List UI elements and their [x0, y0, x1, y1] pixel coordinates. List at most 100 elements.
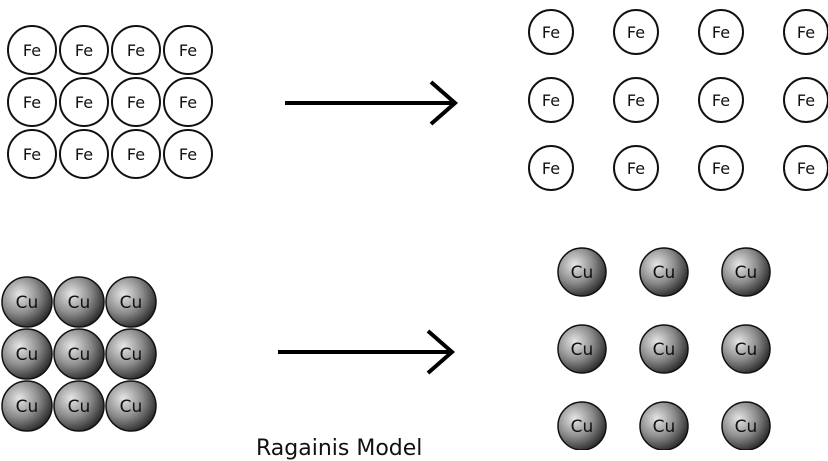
iron-packed-atom-0-2-label: Fe	[127, 41, 145, 60]
iron-spread-atom-1-1: Fe	[613, 77, 659, 123]
iron-spread-atom-0-1: Fe	[613, 9, 659, 55]
iron-packed-atom-2-3-circle	[163, 129, 213, 179]
iron-packed-atom-1-1-label: Fe	[75, 93, 93, 112]
copper-packed-atom-2-1-circle	[53, 380, 105, 432]
iron-packed-atom-0-3: Fe	[163, 25, 213, 75]
copper-packed-atom-2-0-label: Cu	[16, 397, 39, 417]
copper-packed-atom-0-0: Cu	[1, 276, 53, 328]
copper-spread-atom-0-2-circle	[721, 247, 771, 297]
iron-spread-atom-2-2-circle	[698, 145, 744, 191]
copper-spread-atom-0-1-label: Cu	[653, 263, 676, 283]
copper-packed-atom-2-1: Cu	[53, 380, 105, 432]
iron-packed-atom-0-0: Fe	[7, 25, 57, 75]
copper-spread-atom-2-0: Cu	[557, 401, 607, 450]
iron-spread-atom-2-0: Fe	[528, 145, 574, 191]
copper-right-arrow-icon	[278, 329, 456, 375]
iron-spread-atom-1-2-label: Fe	[712, 91, 730, 110]
copper-packed-atom-0-0-label: Cu	[16, 293, 39, 313]
iron-spread-atom-2-1-label: Fe	[627, 159, 645, 178]
copper-spread-atom-2-1: Cu	[639, 401, 689, 450]
copper-packed-atom-2-2-circle	[105, 380, 157, 432]
copper-spread-atom-0-2-label: Cu	[735, 263, 758, 283]
iron-spread-atom-0-0-label: Fe	[542, 23, 560, 42]
copper-packed-atom-1-1-label: Cu	[68, 345, 91, 365]
iron-spread-atom-2-2-label: Fe	[712, 159, 730, 178]
copper-packed-atom-2-0: Cu	[1, 380, 53, 432]
iron-packed-atom-2-2: Fe	[111, 129, 161, 179]
copper-packed-atom-0-1-circle	[53, 276, 105, 328]
copper-spread-atom-0-0: Cu	[557, 247, 607, 297]
iron-packed-atom-2-2-circle	[111, 129, 161, 179]
iron-packed-atom-0-1-circle	[59, 25, 109, 75]
copper-packed-atom-1-0-label: Cu	[16, 345, 39, 365]
iron-spread-atom-0-2: Fe	[698, 9, 744, 55]
copper-spread-atom-2-2: Cu	[721, 401, 771, 450]
iron-packed-atom-2-2-label: Fe	[127, 145, 145, 164]
copper-packed-atom-2-1-label: Cu	[68, 397, 91, 417]
iron-packed-atom-2-0-label: Fe	[23, 145, 41, 164]
iron-packed-atom-1-2-label: Fe	[127, 93, 145, 112]
iron-packed-atom-2-1-circle	[59, 129, 109, 179]
copper-packed-atom-1-2-circle	[105, 328, 157, 380]
copper-packed-atom-1-0: Cu	[1, 328, 53, 380]
iron-spread-atom-0-3-label: Fe	[797, 23, 815, 42]
iron-spread-atom-2-0-circle	[528, 145, 574, 191]
iron-spread-atom-1-2: Fe	[698, 77, 744, 123]
iron-packed-atom-1-2: Fe	[111, 77, 161, 127]
copper-packed-atom-1-0-circle	[1, 328, 53, 380]
iron-spread-atom-2-1-circle	[613, 145, 659, 191]
copper-packed-atom-0-2-label: Cu	[120, 293, 143, 313]
copper-packed-atom-0-2-circle	[105, 276, 157, 328]
iron-spread-atom-1-2-circle	[698, 77, 744, 123]
iron-packed-atom-0-2-circle	[111, 25, 161, 75]
iron-packed-atom-0-3-label: Fe	[179, 41, 197, 60]
iron-spread-atom-1-1-circle	[613, 77, 659, 123]
iron-spread-atom-2-2: Fe	[698, 145, 744, 191]
copper-packed-atom-1-1-circle	[53, 328, 105, 380]
copper-spread-atom-0-1: Cu	[639, 247, 689, 297]
iron-packed-atom-1-3: Fe	[163, 77, 213, 127]
iron-packed-atom-0-1-label: Fe	[75, 41, 93, 60]
copper-packed-atom-1-1: Cu	[53, 328, 105, 380]
iron-spread-atom-2-1: Fe	[613, 145, 659, 191]
iron-packed-atom-0-1: Fe	[59, 25, 109, 75]
copper-spread-atom-2-2-circle	[721, 401, 771, 450]
copper-spread-atom-0-2: Cu	[721, 247, 771, 297]
iron-spread-atom-0-2-label: Fe	[712, 23, 730, 42]
iron-spread-atom-2-0-label: Fe	[542, 159, 560, 178]
copper-spread-atom-0-1-circle	[639, 247, 689, 297]
caption-text: Ragainis Model	[256, 436, 423, 461]
iron-spread-atom-0-3-circle	[783, 9, 828, 55]
copper-spread-atom-1-1-circle	[639, 324, 689, 374]
copper-spread-atom-2-1-circle	[639, 401, 689, 450]
copper-spread-atom-0-0-circle	[557, 247, 607, 297]
copper-packed-atom-0-2: Cu	[105, 276, 157, 328]
iron-right-arrow-icon	[285, 80, 459, 126]
iron-packed-atom-1-0-circle	[7, 77, 57, 127]
iron-packed-atom-2-3: Fe	[163, 129, 213, 179]
copper-spread-atom-2-2-label: Cu	[735, 417, 758, 437]
iron-spread-atom-0-1-label: Fe	[627, 23, 645, 42]
iron-packed-atom-2-1: Fe	[59, 129, 109, 179]
copper-packed-atom-2-0-circle	[1, 380, 53, 432]
copper-spread-atom-1-2-label: Cu	[735, 340, 758, 360]
copper-spread-atom-2-0-label: Cu	[571, 417, 594, 437]
copper-spread-atom-1-2: Cu	[721, 324, 771, 374]
iron-packed-atom-2-1-label: Fe	[75, 145, 93, 164]
copper-spread-atom-0-0-label: Cu	[571, 263, 594, 283]
iron-spread-atom-0-2-circle	[698, 9, 744, 55]
copper-spread-atom-1-0-circle	[557, 324, 607, 374]
iron-packed-atom-1-0: Fe	[7, 77, 57, 127]
iron-packed-atom-0-3-circle	[163, 25, 213, 75]
iron-packed-atom-1-3-label: Fe	[179, 93, 197, 112]
copper-packed-atom-1-2-label: Cu	[120, 345, 143, 365]
copper-spread-atom-2-1-label: Cu	[653, 417, 676, 437]
iron-spread-atom-1-0-label: Fe	[542, 91, 560, 110]
iron-spread-atom-0-0-circle	[528, 9, 574, 55]
iron-packed-atom-0-0-circle	[7, 25, 57, 75]
iron-spread-atom-1-3-circle	[783, 77, 828, 123]
copper-spread-atom-2-0-circle	[557, 401, 607, 450]
copper-spread-atom-1-2-circle	[721, 324, 771, 374]
iron-packed-atom-0-2: Fe	[111, 25, 161, 75]
